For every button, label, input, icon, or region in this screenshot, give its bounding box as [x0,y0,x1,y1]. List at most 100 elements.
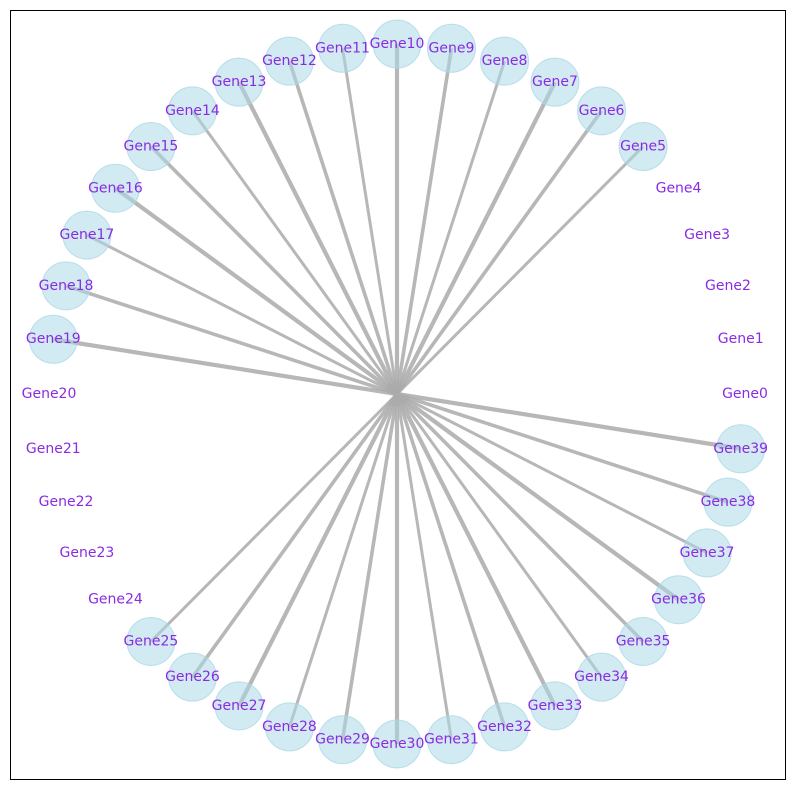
node-label-gene12: Gene12 [262,53,317,69]
node-label-gene38: Gene38 [701,494,756,510]
node-label-gene16: Gene16 [88,180,143,196]
node-gene28 [264,702,314,752]
edge-gene25 [149,392,399,643]
edges-layer [52,44,742,744]
node-gene38 [703,477,753,527]
node-gene9 [426,23,476,73]
node-gene8 [480,36,530,86]
node-gene12 [264,36,314,86]
node-label-gene18: Gene18 [39,278,94,294]
node-gene30 [372,719,422,769]
node-label-gene7: Gene7 [532,74,578,90]
node-label-gene29: Gene29 [315,732,370,748]
edge-gene33 [395,393,557,707]
node-label-gene25: Gene25 [124,633,179,649]
node-label-gene11: Gene11 [315,40,370,56]
node-label-gene9: Gene9 [429,40,475,56]
node-gene15 [126,122,176,172]
edge-gene6 [395,109,604,396]
edge-gene14 [191,109,399,395]
edge-gene32 [395,393,507,728]
node-gene16 [90,163,140,213]
edge-gene11 [341,48,399,395]
edge-gene17 [86,233,398,396]
edge-gene36 [395,392,680,602]
edge-gene19 [52,337,398,397]
node-label-gene20: Gene20 [22,386,77,402]
edge-gene29 [340,393,399,740]
node-label-gene8: Gene8 [482,53,528,69]
node-label-gene4: Gene4 [656,180,702,196]
node-label-gene21: Gene21 [26,441,81,457]
node-label-gene2: Gene2 [705,278,751,294]
node-label-gene22: Gene22 [39,494,94,510]
edge-gene7 [395,81,557,395]
node-gene34 [577,652,627,702]
node-label-gene6: Gene6 [579,103,625,119]
edge-gene26 [190,392,399,679]
node-gene32 [480,702,530,752]
node-label-gene23: Gene23 [60,545,115,561]
node-label-gene15: Gene15 [124,139,179,155]
labels-layer: Gene0Gene1Gene2Gene3Gene4Gene5Gene6Gene7… [22,36,768,752]
node-gene5 [618,122,668,172]
node-label-gene14: Gene14 [165,103,220,119]
edge-gene35 [395,392,645,643]
edge-gene15 [149,145,399,396]
node-label-gene13: Gene13 [212,74,267,90]
node-label-gene31: Gene31 [424,732,479,748]
node-gene17 [62,210,112,260]
node-gene10 [372,19,422,69]
node-label-gene32: Gene32 [477,719,532,735]
node-label-gene19: Gene19 [26,331,81,347]
node-gene25 [126,616,176,666]
edge-gene5 [395,145,645,396]
node-label-gene0: Gene0 [722,386,768,402]
edge-gene28 [288,393,399,728]
edge-gene31 [395,393,453,740]
node-gene14 [167,86,217,136]
edge-gene37 [396,392,708,555]
node-label-gene26: Gene26 [165,669,220,685]
edge-gene38 [396,392,729,504]
node-gene18 [41,261,91,311]
node-gene26 [167,652,217,702]
node-label-gene36: Gene36 [651,592,706,608]
node-gene11 [318,23,368,73]
edge-gene34 [395,393,603,679]
node-label-gene10: Gene10 [370,36,425,52]
node-gene35 [618,616,668,666]
node-label-gene35: Gene35 [616,633,671,649]
edge-gene13 [237,81,399,395]
node-label-gene39: Gene39 [713,441,768,457]
node-label-gene27: Gene27 [212,698,267,714]
edge-gene12 [287,60,399,395]
node-label-gene34: Gene34 [574,669,629,685]
edge-gene16 [114,186,399,396]
node-label-gene1: Gene1 [718,331,764,347]
node-label-gene33: Gene33 [528,698,583,714]
nodes-layer [28,19,766,769]
node-gene13 [214,57,264,107]
node-gene33 [530,681,580,731]
node-gene19 [28,314,78,364]
node-gene7 [530,57,580,107]
node-label-gene17: Gene17 [60,227,115,243]
node-gene37 [682,528,732,578]
edge-gene8 [395,60,506,395]
node-gene27 [214,681,264,731]
node-label-gene24: Gene24 [88,592,143,608]
node-gene36 [654,575,704,625]
edge-gene9 [395,48,454,395]
node-label-gene30: Gene30 [370,736,425,752]
node-label-gene37: Gene37 [680,545,735,561]
edge-gene39 [396,391,742,451]
node-gene29 [318,715,368,765]
node-label-gene3: Gene3 [684,227,730,243]
node-gene31 [426,715,476,765]
edge-gene27 [237,393,399,707]
edge-gene18 [65,284,398,396]
node-label-gene28: Gene28 [262,719,317,735]
